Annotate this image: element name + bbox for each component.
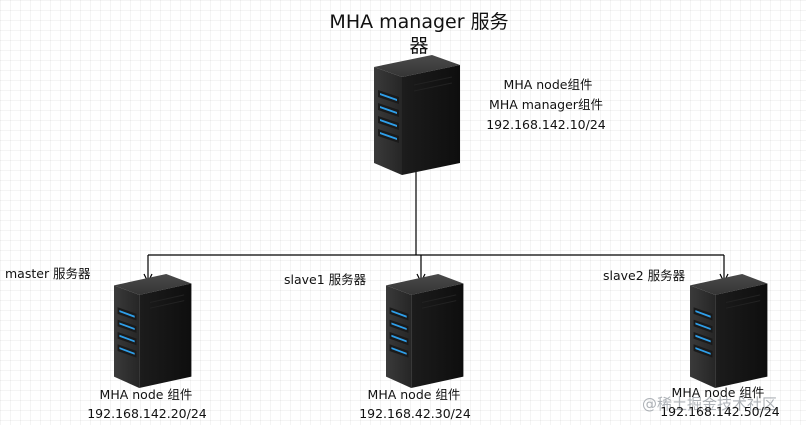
slave1-component: MHA node 组件 — [367, 387, 461, 402]
watermark-text: @稀土掘金技术社区 — [642, 395, 778, 413]
slave2-component: MHA node 组件 — [671, 385, 765, 400]
master-ip: 192.168.142.20/24 — [87, 406, 207, 421]
server-icon-master — [113, 273, 192, 389]
slave1-ip: 192.168.42.30/24 — [359, 406, 471, 421]
connection-lines — [148, 172, 724, 282]
diagram-title-line1: MHA manager 服务 — [329, 11, 509, 33]
manager-ip: 192.168.142.10/24 — [486, 117, 606, 132]
manager-component-1: MHA node组件 — [503, 77, 593, 92]
manager-component-2: MHA manager组件 — [489, 97, 603, 112]
master-component: MHA node 组件 — [99, 387, 193, 402]
server-icon-slave2 — [689, 273, 768, 389]
diagram-title-line2: 器 — [409, 35, 429, 57]
slave1-label: slave1 服务器 — [284, 272, 367, 287]
master-label: master 服务器 — [5, 266, 91, 281]
slave2-ip: 192.168.142.50/24 — [660, 404, 780, 419]
server-icon-slave1 — [385, 273, 464, 389]
server-icon-manager — [373, 54, 461, 176]
slave2-label: slave2 服务器 — [603, 268, 686, 283]
